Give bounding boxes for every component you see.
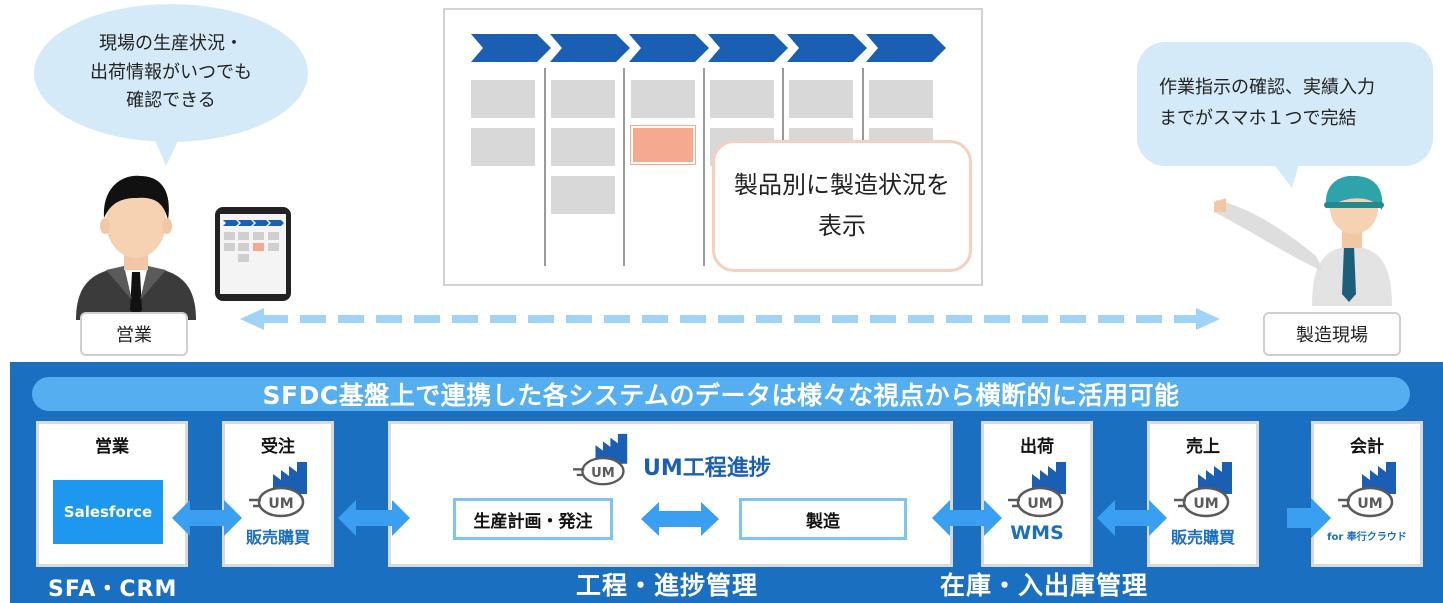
- sales-order-arrow: [172, 500, 242, 536]
- sales-bubble-line-2: 出荷情報がいつでも: [90, 61, 252, 83]
- production-plan-box: 生産計画・発注: [453, 498, 613, 540]
- manufacturing-label: 製造: [806, 511, 840, 532]
- factory-bubble-tail: [1266, 154, 1302, 188]
- board-callout-line-1: 製品別に製造状況を: [734, 171, 950, 200]
- system-box-order: 受注 UM 販売購買: [222, 421, 334, 567]
- factory-worker-icon: [1214, 176, 1392, 306]
- board-card: [471, 128, 535, 166]
- board-divider: [544, 68, 546, 266]
- manufacturing-box: 製造: [739, 498, 907, 540]
- um-process-title: UM工程進捗: [643, 456, 771, 481]
- factory-role-text: 製造現場: [1296, 325, 1368, 346]
- svg-text:UM: UM: [1193, 496, 1218, 512]
- sales-bubble-line-3: 確認できる: [126, 90, 216, 112]
- svg-text:UM: UM: [591, 466, 615, 481]
- factory-bubble-line-2: までがスマホ１つで完結: [1159, 108, 1357, 129]
- shipping-system-caption: WMS: [1010, 522, 1064, 544]
- footer-label-process-management: 工程・進捗管理: [576, 571, 759, 600]
- um-cloud-logo-icon: UM: [1338, 462, 1396, 518]
- salesforce-logo-box: Salesforce: [53, 480, 163, 544]
- board-divider: [623, 68, 625, 266]
- um-cloud-logo-icon: UM: [1008, 462, 1066, 518]
- system-title-order: 受注: [261, 437, 295, 457]
- svg-text:UM: UM: [268, 496, 293, 512]
- integration-banner: SFDC基盤上で連携した各システムのデータは様々な視点から横断的に活用可能: [32, 377, 1410, 411]
- system-title-revenue: 売上: [1186, 437, 1220, 457]
- board-callout: 製品別に製造状況を 表示: [712, 140, 972, 272]
- board-card: [869, 80, 933, 118]
- board-card: [551, 80, 615, 118]
- factory-role-label: 製造現場: [1263, 312, 1401, 356]
- svg-text:UM: UM: [1357, 496, 1382, 512]
- system-title-shipping: 出荷: [1020, 437, 1054, 457]
- plan-to-manufacture-arrow: [641, 502, 719, 536]
- accounting-system-caption: for 奉行クラウド: [1327, 532, 1407, 543]
- sales-bubble-tail: [148, 124, 186, 166]
- um-cloud-logo-icon: UM: [249, 462, 307, 518]
- board-card: [789, 80, 853, 118]
- board-callout-line-2: 表示: [818, 212, 866, 240]
- um-cloud-logo-icon: UM: [1174, 462, 1232, 518]
- system-box-um-process: UM UM工程進捗 生産計画・発注 製造: [388, 421, 953, 567]
- board-card: [471, 80, 535, 118]
- board-card: [710, 80, 774, 118]
- board-card: [551, 128, 615, 166]
- order-system-caption: 販売購買: [245, 528, 310, 547]
- sales-role-text: 営業: [116, 325, 152, 346]
- svg-text:UM: UM: [1027, 496, 1052, 512]
- system-box-accounting: 会計 UM for 奉行クラウド: [1311, 421, 1423, 567]
- tablet-icon: [215, 207, 291, 301]
- board-divider: [703, 68, 705, 266]
- order-process-arrow: [338, 500, 410, 536]
- system-title-sales: 営業: [95, 437, 129, 457]
- footer-label-sfa-crm: SFA・CRM: [48, 577, 178, 602]
- production-plan-label: 生産計画・発注: [473, 511, 593, 532]
- sales-bubble-line-1: 現場の生産状況・: [99, 32, 243, 54]
- integration-banner-text: SFDC基盤上で連携した各システムのデータは様々な視点から横断的に活用可能: [262, 381, 1180, 410]
- factory-bubble-line-1: 作業指示の確認、実績入力: [1159, 77, 1375, 99]
- system-box-sales: 営業 Salesforce: [36, 421, 188, 567]
- process-chevrons: [471, 34, 946, 62]
- revenue-system-caption: 販売購買: [1170, 528, 1235, 547]
- revenue-accounting-arrow: [1287, 498, 1331, 538]
- system-box-shipping: 出荷 UM WMS: [981, 421, 1093, 567]
- process-shipping-arrow: [932, 500, 1002, 536]
- board-card: [631, 80, 695, 118]
- system-title-accounting: 会計: [1350, 437, 1384, 457]
- salesperson-icon: [76, 175, 196, 320]
- footer-label-inventory-management: 在庫・入出庫管理: [940, 571, 1149, 600]
- dashed-double-arrow: [240, 308, 1220, 330]
- um-cloud-logo-icon: UM: [573, 433, 628, 486]
- system-box-revenue: 売上 UM 販売購買: [1147, 421, 1259, 567]
- board-card: [551, 176, 615, 214]
- factory-speech-bubble: 作業指示の確認、実績入力 までがスマホ１つで完結: [1137, 42, 1433, 166]
- shipping-revenue-arrow: [1097, 500, 1167, 536]
- sales-speech-bubble: 現場の生産状況・ 出荷情報がいつでも 確認できる: [34, 4, 308, 142]
- highlighted-board-card: [630, 125, 696, 165]
- sales-role-label: 営業: [80, 312, 188, 356]
- salesforce-label: Salesforce: [63, 503, 153, 521]
